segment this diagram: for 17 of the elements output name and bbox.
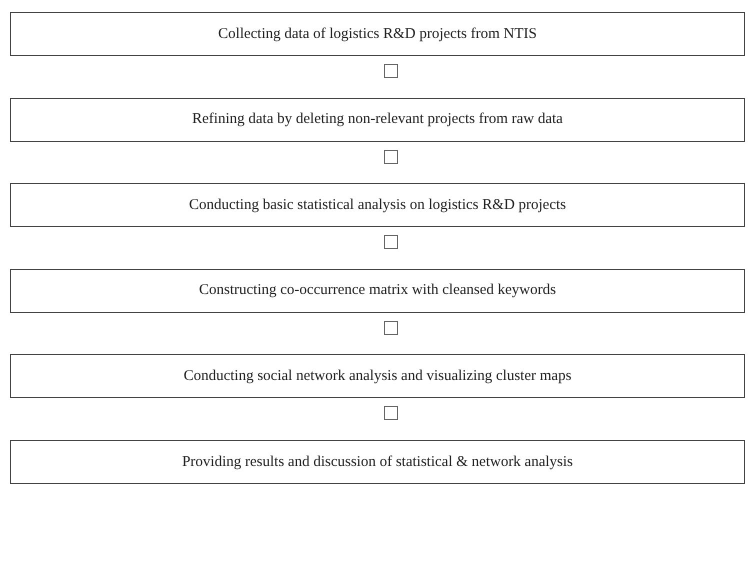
- process-box: [10, 98, 745, 142]
- process-box: [10, 354, 745, 398]
- small-square: [384, 406, 398, 420]
- process-box: [10, 183, 745, 228]
- small-square: [384, 150, 398, 164]
- step-text: Collecting data of logistics R&D projects from NTIS: [218, 26, 537, 42]
- step-text: Constructing co-occurrence matrix with cleansed keywords: [199, 282, 556, 300]
- step-text: Conducting basic statistical analysis on logistics R&D projects: [188, 196, 566, 214]
- process-box: [10, 440, 745, 484]
- small-square: [384, 64, 398, 78]
- small-square: [384, 320, 398, 335]
- process-box: [10, 12, 745, 56]
- step-text: Refining data by deleting non-relevant projects from raw data: [192, 111, 563, 128]
- step-text: Conducting social network analysis and visualizing cluster maps: [184, 368, 572, 385]
- small-square: [384, 235, 398, 250]
- process-box: [10, 268, 745, 313]
- step-text: Providing results and discussion of statistical & network analysis: [182, 454, 573, 470]
